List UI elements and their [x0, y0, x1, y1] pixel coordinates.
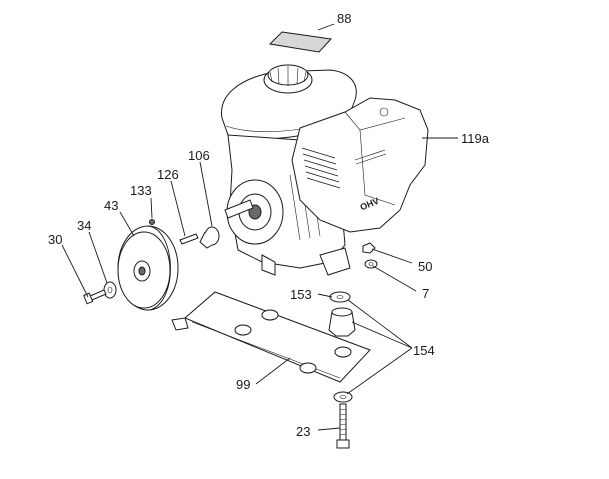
isolator-154 [328, 307, 356, 337]
callout-34: 34 [77, 218, 92, 233]
callout-119a: 119a [461, 131, 489, 146]
washer-34 [103, 281, 117, 299]
callout-43: 43 [104, 198, 119, 213]
base-plate-99 [171, 291, 371, 383]
collar-106 [199, 226, 220, 249]
callout-106: 106 [188, 148, 210, 163]
bolt-30 [83, 289, 107, 305]
callout-88: 88 [337, 11, 352, 26]
washer-153 [329, 291, 351, 303]
callout-133: 133 [130, 183, 152, 198]
bolt-23 [333, 391, 353, 449]
callout-30: 30 [48, 232, 63, 247]
callout-99: 99 [236, 377, 251, 392]
callout-126: 126 [157, 167, 179, 182]
engine-assembly [221, 64, 429, 276]
leader-lines [61, 23, 458, 431]
callout-23: 23 [296, 424, 311, 439]
pulley-43 [117, 225, 179, 311]
callout-153: 153 [290, 287, 312, 302]
callout-154: 154 [413, 343, 435, 358]
callout-50: 50 [418, 259, 433, 274]
key-126 [179, 233, 199, 245]
nut-50 [362, 242, 376, 254]
washer-7 [364, 259, 378, 269]
callout-7: 7 [422, 286, 430, 301]
decal-88 [268, 31, 333, 53]
setscrew-133 [149, 219, 155, 225]
